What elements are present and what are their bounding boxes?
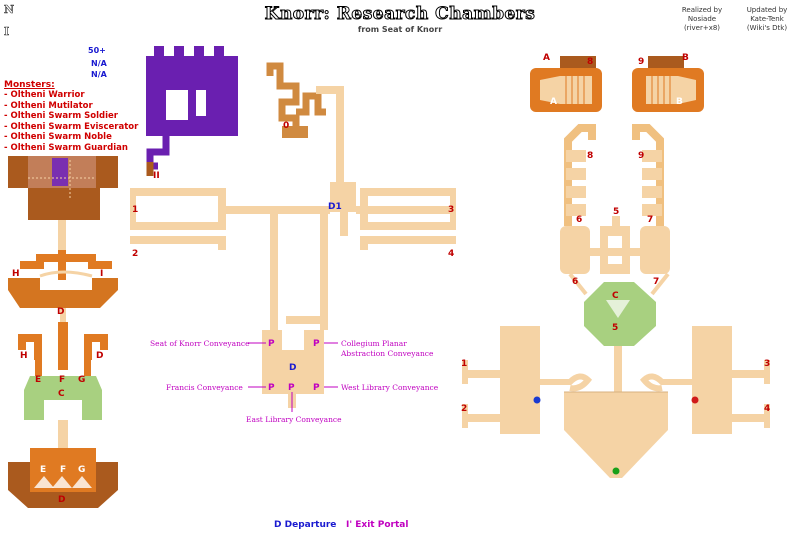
marker-f: F [59,375,65,385]
marker-5-bottom: 5 [612,323,618,333]
blue-dot-icon [533,396,541,404]
updated-handle: (Wiki's Dtk) [746,24,788,32]
portal-francis: P [268,383,275,393]
legend-departure-label: Departure [284,520,337,530]
map-subtitle: from Seat of Knorr [357,25,443,34]
marker-9-top: 9 [638,57,644,67]
monster-item: - Oltheni Mutilator [4,100,93,111]
purple-zone [146,46,238,176]
marker-2-left: 2 [132,249,138,259]
monster-item: - Oltheni Swarm Guardian [4,142,128,153]
marker-h-top: H [12,269,20,279]
info-line2: N/A [91,59,107,68]
marker-7-bottom: 7 [653,277,659,287]
map-title: Knorr: Research Chambers [264,4,536,25]
marker-6-bottom: 6 [572,277,578,287]
marker-d-mid: D [57,307,64,317]
marker-g-bottom: G [78,465,85,475]
marker-2-right: 2 [461,404,467,414]
realized-handle: (river+x8) [683,24,721,32]
legend-exit-label: Exit Portal [355,520,409,530]
marker-g: G [78,375,85,385]
marker-a: A [543,53,550,63]
realized-credit: Realized by Nosiade (river+x8) [672,6,732,33]
red-dot-icon [691,396,699,404]
marker-7-top: 7 [647,215,653,225]
legend-exit-icon: I' [346,520,353,530]
updated-name: Kate-Tenk [750,15,784,23]
left-room-hi [8,250,118,322]
label-seat-of-knorr-conveyance: Seat of Knorr Conveyance [150,339,250,348]
left-room-green [24,376,102,448]
portal-east-library: P [288,383,295,393]
marker-9-mid: 9 [638,151,644,161]
marker-4-right: 4 [764,404,770,414]
marker-d-bottom: D [58,495,65,505]
left-room-top [8,156,118,252]
marker-c-right: C [612,291,619,301]
squiggle-corridor [266,62,326,138]
right-top-room-b [632,56,704,112]
marker-i-top: I [100,269,103,279]
marker-3-center: 3 [448,205,454,215]
marker-5-top: 5 [613,207,619,217]
marker-1-right: 1 [461,359,467,369]
marker-e-bottom: E [40,465,46,475]
legend-exit-portal: I' Exit Portal [346,520,408,530]
monster-item: - Oltheni Swarm Eviscerator [4,121,139,132]
marker-6-top: 6 [576,215,582,225]
monster-list: - Oltheni Warrior - Oltheni Mutilator - … [4,90,138,154]
marker-e: E [35,375,41,385]
monsters-heading: Monsters: [4,80,55,90]
portal-west-library: P [313,383,320,393]
monster-item: - Oltheni Warrior [4,90,85,100]
marker-8-top: 8 [587,57,593,67]
marker-c-left: C [58,389,65,399]
marker-b-inner: B [676,97,683,107]
monster-item: - Oltheni Swarm Noble [4,132,112,143]
updated-credit: Updated by Kate-Tenk (Wiki's Dtk) [736,6,798,33]
right-green-room [568,272,670,392]
level-info: 50+ [88,46,106,55]
marker-4-center: 4 [448,249,454,259]
realized-name: Nosiade [687,15,717,23]
portal-collegium: P [313,339,320,349]
marker-d-right: D [96,351,103,361]
marker-a-inner: A [550,97,557,107]
marker-ii: II [153,171,160,181]
marker-8-mid: 8 [587,151,593,161]
seal-logo-icon: N I [4,3,15,38]
marker-1-left: 1 [132,205,138,215]
label-francis-conveyance: Francis Conveyance [166,383,243,392]
label-collegium-planar: Collegium Planar [341,339,407,348]
updated-label: Updated by [746,6,788,14]
marker-departure-center: D [289,363,296,373]
marker-f-bottom: F [60,465,66,475]
realized-label: Realized by [681,6,723,14]
label-west-library-conveyance: West Library Conveyance [341,383,439,392]
right-chain-corridors [560,124,670,274]
marker-b: B [682,53,689,63]
green-dot-icon [612,467,620,475]
left-room-bottom [8,448,118,508]
central-hub [130,86,456,408]
label-abstraction-conveyance: Abstraction Conveyance [340,349,434,358]
marker-d1: D1 [328,202,342,212]
right-top-room-a [530,56,602,112]
monster-item: - Oltheni Swarm Soldier [4,111,118,122]
portal-markers: P P P P P [248,339,338,412]
legend-departure-icon: D [274,520,282,530]
left-room-egf [18,322,108,376]
marker-3-right: 3 [764,359,770,369]
info-line3: N/A [91,70,107,79]
label-east-library-conveyance: East Library Conveyance [246,415,342,424]
legend-departure: D Departure [274,520,336,530]
portal-seat-of-knorr: P [268,339,275,349]
marker-h-mid: H [20,351,28,361]
marker-0: 0 [283,121,289,131]
right-big-rooms [462,326,770,478]
